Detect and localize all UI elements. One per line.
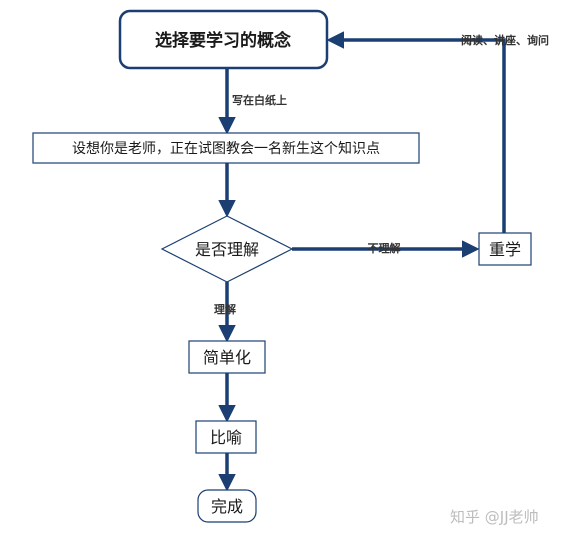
relearn-node-box xyxy=(478,232,532,266)
connectors xyxy=(218,31,506,492)
simplify-node-box xyxy=(188,340,266,374)
decision-diamond xyxy=(160,215,294,283)
edge-label-not-understood: 不理解 xyxy=(368,241,401,255)
edge-label-review: 阅读、讲座、询问 xyxy=(461,33,549,47)
edge-label-understood: 理解 xyxy=(214,302,236,316)
teach-node-box xyxy=(32,132,420,164)
simplify-node-label: 简单化 xyxy=(203,348,251,367)
edge-label-write-paper: 写在白纸上 xyxy=(232,93,287,107)
teach-node-label: 设想你是老师，正在试图教会一名新生这个知识点 xyxy=(72,140,380,157)
decision-label: 是否理解 xyxy=(195,240,259,259)
metaphor-node-box xyxy=(195,420,257,454)
edge-relearn-to-start xyxy=(326,31,506,233)
watermark: 知乎 @JJ老帅 xyxy=(450,508,539,526)
metaphor-node-label: 比喻 xyxy=(210,428,242,447)
start-node-label: 选择要学习的概念 xyxy=(155,30,291,51)
done-node-box xyxy=(197,489,257,523)
start-node-box xyxy=(118,9,329,70)
relearn-node-label: 重学 xyxy=(489,240,521,259)
done-node-label: 完成 xyxy=(211,497,243,516)
